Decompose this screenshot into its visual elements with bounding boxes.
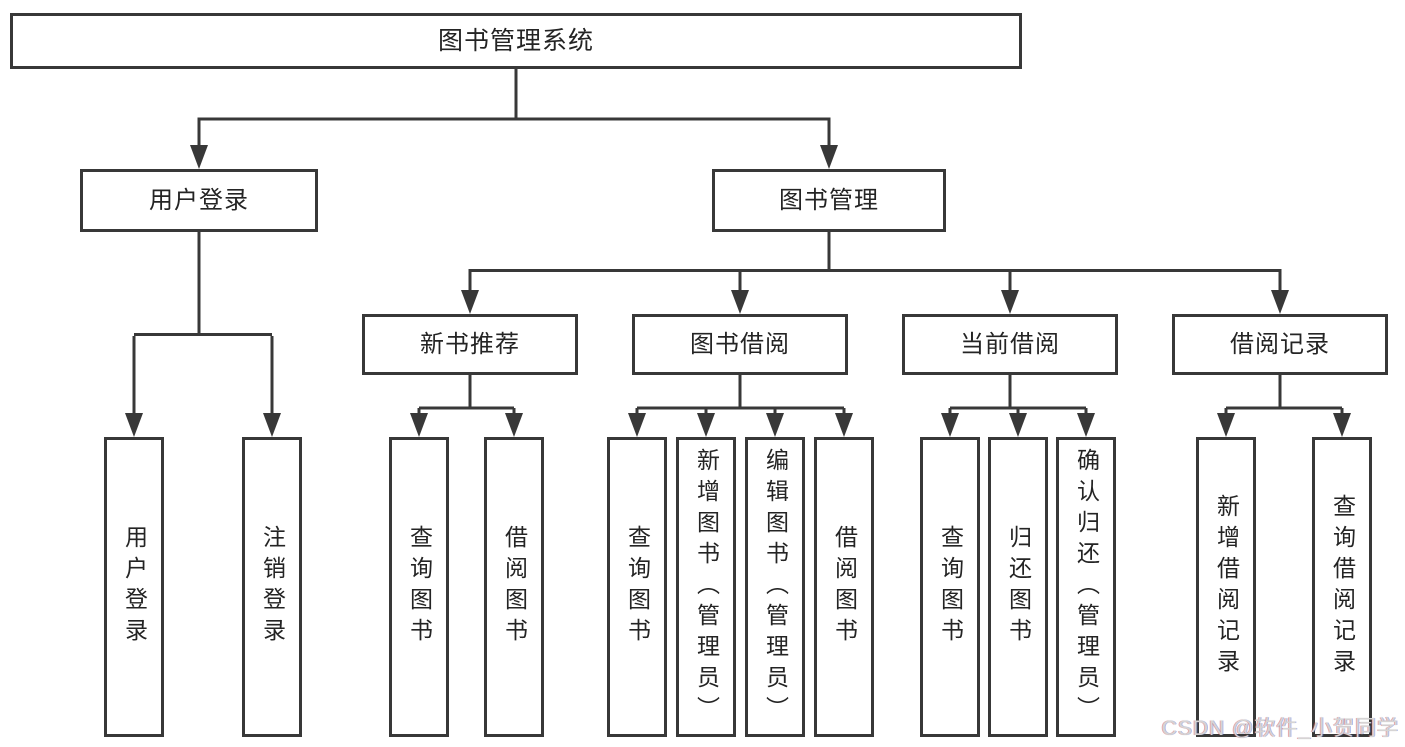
connector-borrow-to-leaves: [635, 375, 846, 418]
arrow-down-icon: [1333, 413, 1351, 437]
node-leaf-add-book-admin: 新增图书（管理员）: [676, 437, 736, 737]
arrow-down-icon: [505, 413, 523, 437]
node-new-book-recommendation: 新书推荐: [362, 314, 578, 375]
connector-bookmgmt-to-level3: [468, 232, 1282, 294]
arrow-down-icon: [820, 145, 838, 169]
arrow-down-icon: [190, 145, 208, 169]
arrow-down-icon: [835, 413, 853, 437]
csdn-watermark: CSDN @软件_小贺同学: [1161, 717, 1399, 740]
arrow-down-icon: [1077, 413, 1095, 437]
node-leaf-confirm-return-admin: 确认归还（管理员）: [1056, 437, 1116, 737]
arrow-down-icon: [731, 290, 749, 314]
arrow-down-icon: [461, 290, 479, 314]
node-leaf-borrow-books-recommend: 借阅图书: [484, 437, 544, 737]
node-user-login: 用户登录: [80, 169, 318, 232]
arrow-down-icon: [410, 413, 428, 437]
arrow-down-icon: [1217, 413, 1235, 437]
node-leaf-query-borrow-record: 查询借阅记录: [1312, 437, 1372, 737]
arrow-down-icon: [628, 413, 646, 437]
arrow-down-icon: [263, 413, 281, 437]
node-leaf-edit-book-admin: 编辑图书（管理员）: [745, 437, 805, 737]
node-leaf-return-book: 归还图书: [988, 437, 1048, 737]
connector-newrec-to-leaves: [417, 375, 516, 418]
node-leaf-query-books-recommend: 查询图书: [389, 437, 449, 737]
node-book-borrowing: 图书借阅: [632, 314, 848, 375]
connector-lines: [132, 69, 1344, 418]
arrow-down-icon: [1001, 290, 1019, 314]
node-leaf-user-login: 用户登录: [104, 437, 164, 737]
node-leaf-logout: 注销登录: [242, 437, 302, 737]
node-leaf-add-borrow-record: 新增借阅记录: [1196, 437, 1256, 737]
arrow-down-icon: [1009, 413, 1027, 437]
connector-arrowheads: [125, 145, 1351, 437]
node-leaf-query-books-borrowing: 查询图书: [607, 437, 667, 737]
arrow-down-icon: [941, 413, 959, 437]
arrow-down-icon: [1271, 290, 1289, 314]
arrow-down-icon: [125, 413, 143, 437]
node-book-management: 图书管理: [712, 169, 946, 232]
connector-records-to-leaves: [1224, 375, 1344, 418]
node-current-borrowing: 当前借阅: [902, 314, 1118, 375]
connector-root-to-level2: [197, 69, 831, 149]
arrow-down-icon: [697, 413, 715, 437]
node-library-management-system: 图书管理系统: [10, 13, 1022, 69]
node-borrowing-records: 借阅记录: [1172, 314, 1388, 375]
node-leaf-borrow-books-borrowing: 借阅图书: [814, 437, 874, 737]
connector-current-to-leaves: [948, 375, 1088, 418]
node-leaf-query-books-current: 查询图书: [920, 437, 980, 737]
arrow-down-icon: [766, 413, 784, 437]
connector-userlogin-to-leaves: [132, 232, 274, 417]
